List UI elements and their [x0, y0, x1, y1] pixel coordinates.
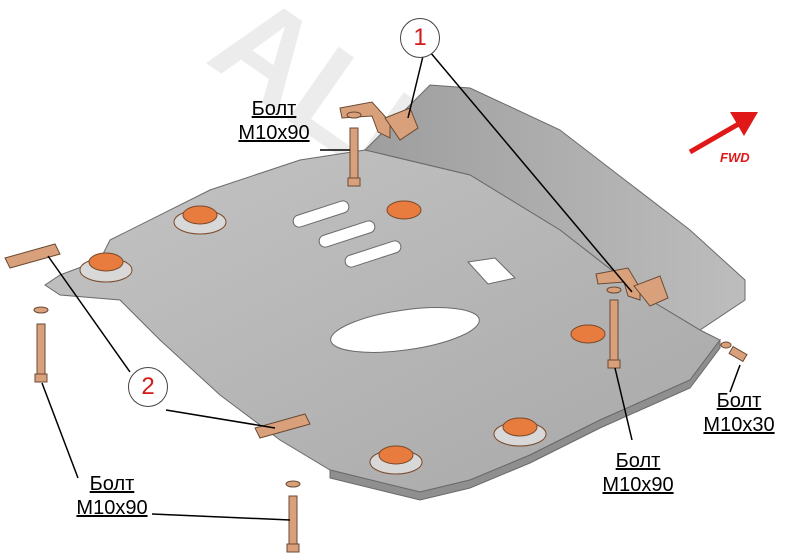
bolt-name: Болт	[251, 98, 297, 120]
leader-bolt-m	[614, 367, 633, 441]
bolt-size: M10x90	[238, 122, 310, 144]
bracket-top-b	[384, 107, 419, 141]
slot-3	[344, 240, 402, 268]
bolt-label-right: Болт M10x30	[694, 389, 784, 437]
square-opening	[466, 257, 516, 285]
leader-bolt-r	[729, 364, 741, 393]
callout-1: 1	[400, 18, 440, 58]
pad-2	[386, 200, 422, 220]
mounting-pads	[79, 200, 606, 475]
bolt-top-left	[346, 111, 362, 187]
bracket-left	[4, 243, 61, 269]
leader-1a	[407, 51, 425, 119]
pad-4	[570, 324, 606, 344]
bracket-top-a	[339, 101, 391, 139]
brackets	[4, 101, 669, 439]
pad-1	[173, 205, 227, 235]
callout-2: 2	[128, 367, 168, 407]
fwd-label: FWD	[720, 150, 750, 165]
pad-6	[369, 445, 423, 475]
plate-front-edge	[329, 338, 721, 501]
leader-1b	[429, 51, 633, 293]
bolt-size: M10x90	[602, 474, 674, 496]
leader-lines	[41, 51, 741, 521]
fwd-arrow	[688, 112, 758, 155]
bolt-size: M10x90	[76, 497, 148, 519]
leader-bolt-b	[151, 513, 291, 521]
slot-1	[292, 200, 350, 228]
bracket-mid-b	[633, 275, 669, 307]
bolt-bottom	[285, 480, 301, 553]
bolt-name: Болт	[615, 450, 661, 472]
bracket-bottom	[254, 413, 311, 439]
bracket-mid-a	[595, 267, 641, 301]
plate-slots	[292, 200, 516, 353]
pad-3	[79, 252, 133, 283]
leader-bolt-l	[41, 382, 79, 479]
bolt-short-right	[720, 341, 748, 363]
bolts	[33, 111, 748, 553]
oval-opening	[330, 307, 480, 353]
bolt-left	[33, 306, 49, 383]
bolt-mid-right	[606, 286, 622, 369]
bolt-size: M10x30	[703, 414, 775, 436]
bolt-label-bottom-left: Болт M10x90	[66, 472, 158, 520]
bolt-label-bottom-mid: Болт M10x90	[592, 449, 684, 497]
pad-5	[493, 417, 547, 447]
bolt-name: Болт	[716, 390, 762, 412]
leader-2b	[165, 409, 276, 429]
bolt-label-top-left: Болт M10x90	[228, 97, 320, 145]
leader-2a	[47, 255, 131, 373]
bolt-name: Болт	[89, 473, 135, 495]
slot-2	[318, 220, 376, 248]
